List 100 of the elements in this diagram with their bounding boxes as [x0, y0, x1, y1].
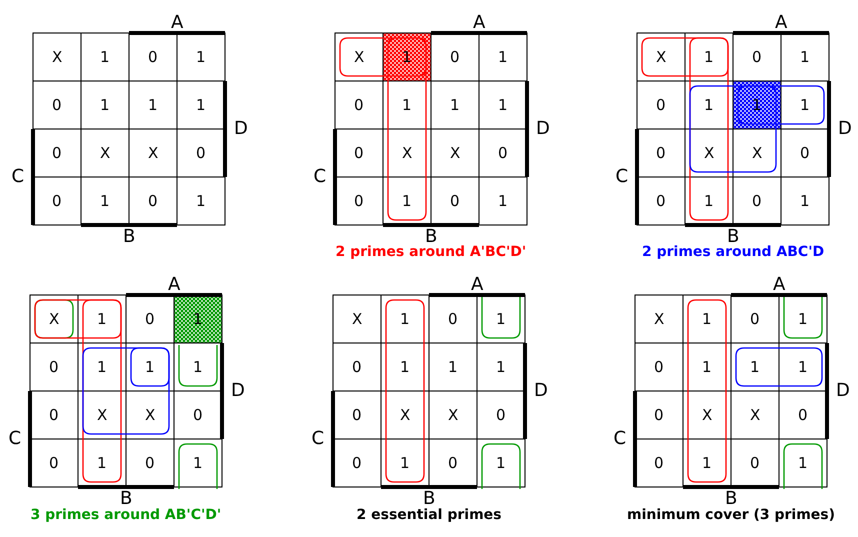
cell-value: 0 [49, 406, 59, 424]
cell-value: X [654, 310, 664, 328]
cell-value: 1 [702, 358, 712, 376]
cell-value: 1 [702, 310, 712, 328]
cell-value: X [400, 406, 410, 424]
cell-value: 1 [196, 48, 206, 66]
cell-value: 0 [352, 406, 362, 424]
variable-label: A [171, 13, 184, 33]
cell-value: 0 [752, 192, 762, 210]
cell-value: X [752, 144, 762, 162]
cell-value: 0 [196, 144, 206, 162]
cell-value: X [148, 144, 158, 162]
cell-value: 1 [402, 96, 412, 114]
cell-value: 1 [798, 358, 808, 376]
cell-value: 1 [498, 48, 508, 66]
cell-value: 1 [496, 454, 506, 472]
cell-value: 0 [656, 192, 666, 210]
cell-value: 1 [800, 192, 810, 210]
cell-value: 1 [402, 192, 412, 210]
cell-value: X [448, 406, 458, 424]
variable-label: C [12, 167, 24, 187]
cell-value: 0 [145, 310, 155, 328]
cell-value: 0 [654, 454, 664, 472]
cell-value: 0 [450, 48, 460, 66]
cell-value: 1 [196, 192, 206, 210]
cell-value: 1 [400, 358, 410, 376]
map-caption: 2 essential primes [356, 507, 502, 523]
cell-value: X [656, 48, 666, 66]
cell-value: X [100, 144, 110, 162]
cell-value: 1 [750, 358, 760, 376]
cell-value: 0 [450, 192, 460, 210]
variable-label: C [614, 429, 626, 449]
cell-value: X [702, 406, 712, 424]
cell-value: 1 [798, 454, 808, 472]
cell-value: 1 [193, 454, 203, 472]
variable-label: D [231, 381, 245, 401]
cell-value: X [145, 406, 156, 424]
cell-value: 1 [400, 454, 410, 472]
cell-value: X [354, 48, 364, 66]
cell-value: 1 [97, 310, 107, 328]
cell-value: X [52, 48, 62, 66]
cell-value: 0 [145, 454, 155, 472]
map-caption: 3 primes around AB'C'D' [30, 507, 222, 523]
cell-value: 1 [800, 48, 810, 66]
cell-value: 1 [702, 454, 712, 472]
cell-value: X [704, 144, 714, 162]
variable-label: B [120, 489, 132, 509]
cell-value: 1 [498, 96, 508, 114]
cell-value: 1 [100, 96, 110, 114]
cell-value: 0 [352, 454, 362, 472]
cell-value: X [49, 310, 60, 328]
cell-value: 1 [800, 96, 810, 114]
cell-value: 1 [704, 192, 714, 210]
variable-label: D [234, 119, 248, 139]
variable-label: B [725, 489, 738, 509]
cell-value: 0 [193, 406, 203, 424]
cell-value: 0 [352, 358, 362, 376]
cell-value: 0 [49, 358, 59, 376]
cell-value: 0 [498, 144, 508, 162]
variable-label: A [471, 275, 484, 295]
cell-value: 0 [800, 144, 810, 162]
cell-value: 1 [798, 310, 808, 328]
cell-value: 0 [52, 192, 62, 210]
map-caption: 2 primes around A'BC'D' [336, 244, 526, 260]
cell-value: 1 [193, 358, 203, 376]
variable-label: A [168, 275, 180, 295]
cell-value: 1 [450, 96, 460, 114]
cell-value: 0 [750, 310, 760, 328]
variable-label: D [836, 381, 850, 401]
cell-value: 1 [100, 192, 110, 210]
cell-value: 1 [704, 48, 714, 66]
variable-label: A [773, 275, 786, 295]
cell-value: 0 [52, 96, 62, 114]
cell-value: 0 [354, 192, 364, 210]
cell-value: 0 [354, 96, 364, 114]
variable-label: A [473, 13, 486, 33]
variable-label: B [727, 227, 740, 247]
cell-value: 1 [400, 310, 410, 328]
cell-value: 0 [448, 454, 458, 472]
cell-value: X [450, 144, 460, 162]
variable-label: C [314, 167, 326, 187]
variable-label: D [536, 119, 550, 139]
cell-value: X [97, 406, 108, 424]
cell-value: 1 [448, 358, 458, 376]
variable-label: B [423, 489, 436, 509]
map-caption: 2 primes around ABC'D [642, 244, 824, 260]
cell-value: 0 [52, 144, 62, 162]
cell-value: 1 [496, 310, 506, 328]
cell-value: 1 [704, 96, 714, 114]
variable-label: D [838, 119, 852, 139]
cell-value: 0 [49, 454, 59, 472]
cell-value: 1 [100, 48, 110, 66]
cell-value: 0 [750, 454, 760, 472]
cell-value: 1 [498, 192, 508, 210]
variable-label: C [312, 429, 324, 449]
cell-value: 0 [448, 310, 458, 328]
cell-value: 0 [148, 48, 158, 66]
cell-value: 1 [145, 358, 155, 376]
map-caption: minimum cover (3 primes) [627, 507, 836, 523]
cell-value: X [750, 406, 760, 424]
